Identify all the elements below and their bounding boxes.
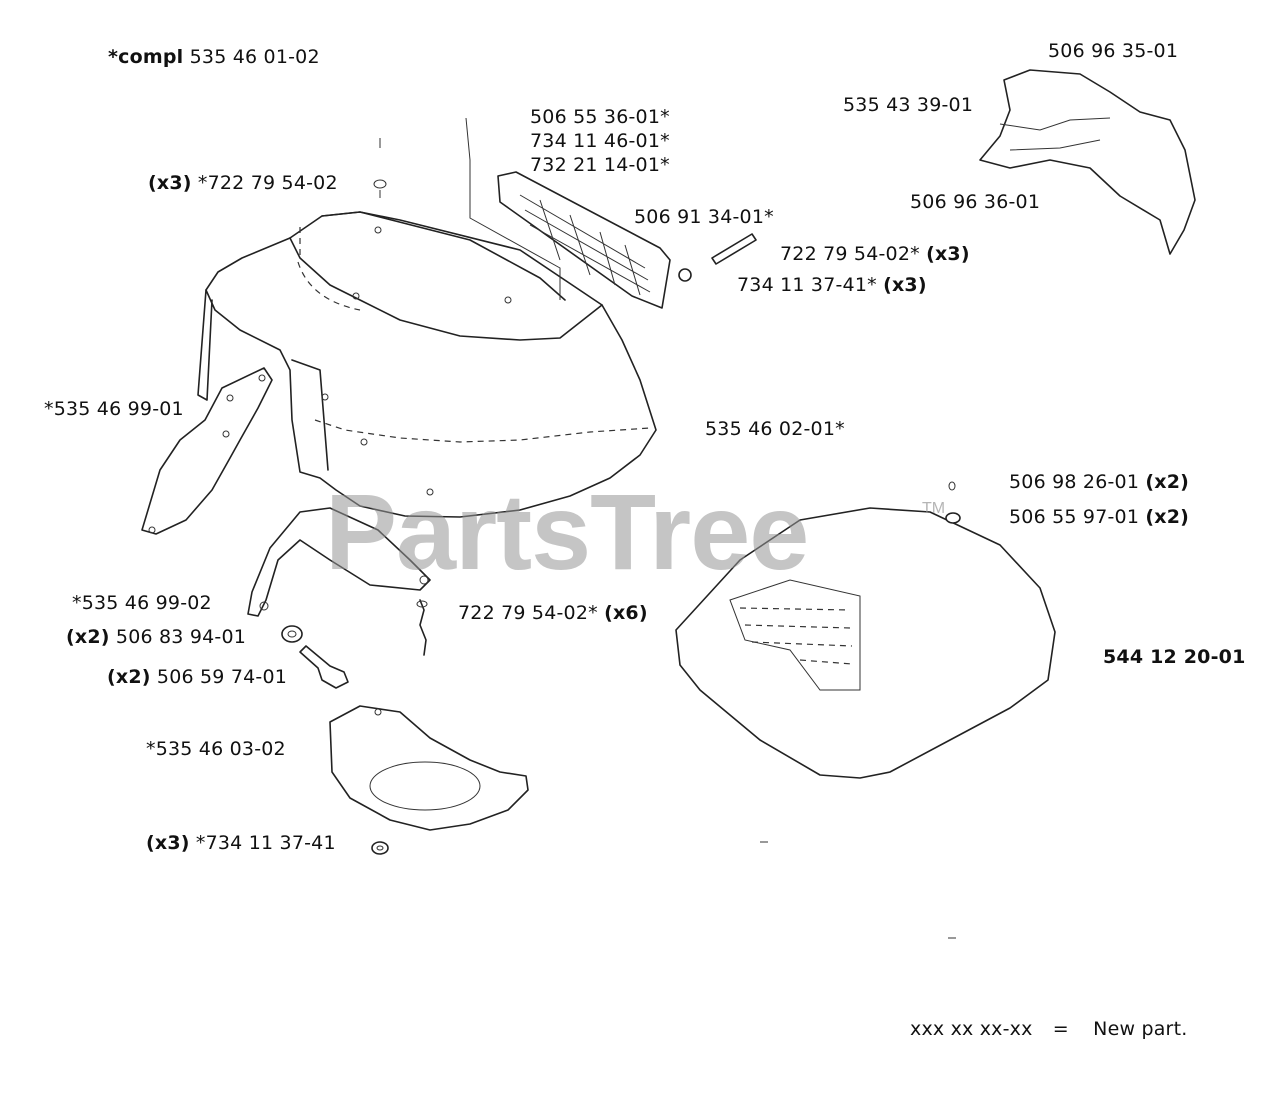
label-734-11-46-01: 734 11 46-01*	[530, 130, 670, 152]
legend-new-part: xxx xx xx-xx = New part.	[910, 1020, 1187, 1039]
label-506-55-97-01: 506 55 97-01 (x2)	[1009, 508, 1189, 527]
label-544-12-20-01: 544 12 20-01	[1103, 648, 1246, 667]
hood-part	[197, 211, 657, 518]
label-506-96-35-01: 506 96 35-01	[1048, 40, 1179, 62]
small-fasteners	[371, 481, 961, 939]
leader-lines	[373, 117, 561, 300]
label-535-46-99-02: *535 46 99-02	[72, 592, 212, 614]
header-number: 535 46 01-02	[189, 46, 320, 68]
label-535-46-02-01: 535 46 02-01*	[705, 418, 845, 440]
assembly-shell	[675, 507, 1056, 779]
label-535-46-03-02: *535 46 03-02	[146, 738, 286, 760]
label-722-79-54-02-x3: 722 79 54-02* (x3)	[780, 245, 970, 264]
label-722-79-54-02-x3-qty: (x3)	[926, 243, 970, 265]
label-506-98-26-01: 506 98 26-01 (x2)	[1009, 473, 1189, 492]
legend-meaning: New part.	[1093, 1018, 1188, 1040]
label-x3-734-qty: (x3)	[146, 832, 190, 854]
header-label: *compl 535 46 01-02	[108, 48, 320, 67]
label-544-12-20-01-number: 544 12 20-01	[1103, 646, 1246, 668]
label-506-55-36-01: 506 55 36-01*	[530, 106, 670, 128]
label-722-79-54-02-x3-number: 722 79 54-02*	[780, 243, 920, 265]
label-722-79-54-02-x6-qty: (x6)	[604, 602, 648, 624]
label-535-46-99-01: *535 46 99-01	[44, 398, 184, 420]
label-x3-734-11-37-41: (x3) *734 11 37-41	[146, 834, 336, 853]
bracket-left-upper	[141, 367, 273, 535]
label-x2-bolt-number: 506 59 74-01	[156, 666, 288, 688]
label-x3-722-qty: (x3)	[148, 172, 192, 194]
grille-plate	[497, 171, 671, 309]
header-prefix: *compl	[108, 46, 184, 68]
screw-lower	[416, 599, 428, 656]
watermark-text: PartsTree	[325, 471, 809, 592]
label-734-11-37-41-x3: 734 11 37-41* (x3)	[737, 276, 927, 295]
label-535-43-39-01: 535 43 39-01	[843, 94, 974, 116]
label-506-96-36-01: 506 96 36-01	[910, 191, 1041, 213]
label-506-55-97-01-qty: (x2)	[1145, 506, 1190, 528]
clip-pin	[678, 233, 757, 282]
label-x3-722-number: *722 79 54-02	[197, 172, 338, 194]
label-722-79-54-02-x6: 722 79 54-02* (x6)	[458, 604, 648, 623]
label-506-98-26-01-number: 506 98 26-01	[1009, 471, 1140, 493]
label-x2-spacer-qty: (x2)	[66, 626, 110, 648]
label-506-55-97-01-number: 506 55 97-01	[1009, 506, 1140, 528]
spacer-and-bolt	[281, 625, 349, 689]
watermark-trademark: TM	[922, 500, 946, 517]
label-x3-722-79-54-02: (x3) *722 79 54-02	[148, 174, 338, 193]
label-x2-506-59-74-01: (x2) 506 59 74-01	[107, 668, 287, 687]
label-x2-spacer-number: 506 83 94-01	[115, 626, 247, 648]
legend-pattern: xxx xx xx-xx	[910, 1018, 1033, 1040]
bracket-left-lower	[247, 507, 431, 617]
label-722-79-54-02-x6-number: 722 79 54-02*	[458, 602, 598, 624]
cup-part	[329, 705, 529, 831]
label-734-11-37-41-x3-number: 734 11 37-41*	[737, 274, 877, 296]
label-506-91-34-01: 506 91 34-01*	[634, 206, 774, 228]
label-506-98-26-01-qty: (x2)	[1145, 471, 1190, 493]
label-732-21-14-01: 732 21 14-01*	[530, 154, 670, 176]
label-x3-734-number: *734 11 37-41	[195, 832, 336, 854]
label-734-11-37-41-x3-qty: (x3)	[883, 274, 927, 296]
label-x2-506-83-94-01: (x2) 506 83 94-01	[66, 628, 246, 647]
top-right-cover	[979, 69, 1196, 255]
legend-equals: =	[1052, 1018, 1069, 1040]
label-x2-bolt-qty: (x2)	[107, 666, 151, 688]
